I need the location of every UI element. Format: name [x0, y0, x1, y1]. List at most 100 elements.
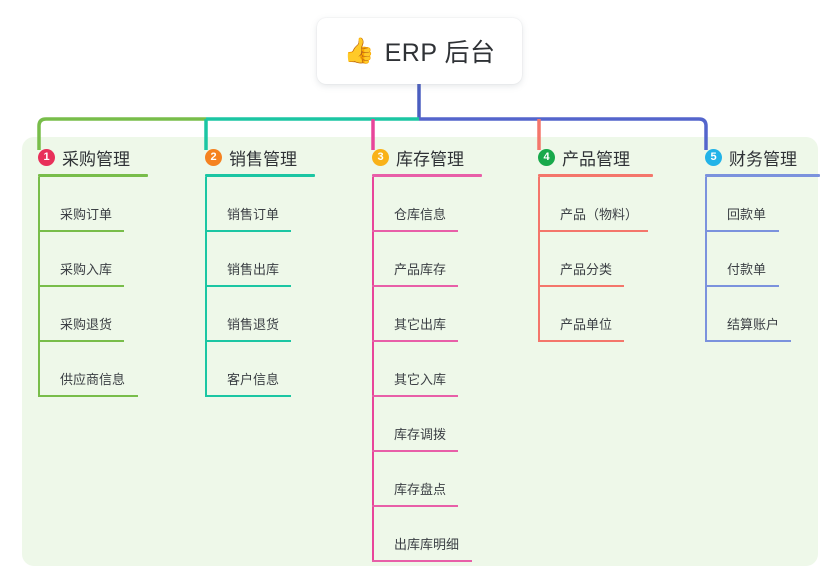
- list-item-label: 产品分类: [560, 262, 613, 277]
- list-item[interactable]: 其它入库: [372, 342, 464, 397]
- column-badge-icon: 2: [205, 148, 222, 166]
- list-item[interactable]: 产品（物料）: [538, 177, 648, 232]
- column-badge-icon: 3: [372, 148, 389, 166]
- list-item-label: 销售订单: [227, 207, 280, 222]
- list-item[interactable]: 供应商信息: [38, 342, 138, 397]
- list-item-label: 结算账户: [727, 317, 780, 332]
- list-item-rule: [372, 505, 458, 507]
- list-item-label: 产品（物料）: [560, 207, 639, 222]
- list-item-rule: [38, 395, 138, 397]
- list-item[interactable]: 销售出库: [205, 232, 297, 287]
- list-item-label: 客户信息: [227, 372, 280, 387]
- list-item[interactable]: 采购入库: [38, 232, 130, 287]
- list-item[interactable]: 出库库明细: [372, 507, 472, 562]
- column-title: 销售管理: [229, 149, 297, 169]
- column-title: 采购管理: [62, 149, 130, 169]
- list-item-rule: [538, 230, 648, 232]
- list-item-rule: [38, 230, 124, 232]
- list-item-rule: [538, 340, 624, 342]
- list-item-rule: [38, 285, 124, 287]
- list-item-rule: [705, 230, 779, 232]
- column-spine: [205, 177, 207, 397]
- content-panel: [22, 137, 818, 566]
- list-item-label: 产品库存: [394, 262, 447, 277]
- column-header-rule: [538, 174, 653, 177]
- column-spine: [38, 177, 40, 397]
- root-title: ERP 后台: [384, 39, 496, 67]
- list-item-rule: [372, 450, 458, 452]
- list-item-rule: [538, 285, 624, 287]
- list-item-rule: [205, 285, 291, 287]
- list-item-label: 付款单: [727, 262, 767, 277]
- list-item[interactable]: 销售退货: [205, 287, 297, 342]
- list-item-label: 采购订单: [60, 207, 113, 222]
- column-badge-icon: 5: [705, 148, 722, 166]
- column-header-rule: [705, 174, 820, 177]
- column-items: 仓库信息产品库存其它出库其它入库库存调拨库存盘点出库库明细: [372, 177, 472, 562]
- list-item[interactable]: 回款单: [705, 177, 797, 232]
- list-item-label: 产品单位: [560, 317, 613, 332]
- list-item[interactable]: 产品库存: [372, 232, 464, 287]
- column-4: 4 产品管理产品（物料） 产品分类产品单位: [522, 137, 653, 342]
- column-header-4[interactable]: 4 产品管理: [522, 137, 653, 177]
- column-badge-icon: 1: [38, 148, 55, 166]
- list-item-label: 回款单: [727, 207, 767, 222]
- column-header-3[interactable]: 3 库存管理: [356, 137, 482, 177]
- list-item-label: 销售退货: [227, 317, 280, 332]
- list-item-label: 其它出库: [394, 317, 447, 332]
- column-spine: [705, 177, 707, 342]
- list-item-rule: [205, 230, 291, 232]
- column-header-2[interactable]: 2 销售管理: [189, 137, 315, 177]
- list-item[interactable]: 产品分类: [538, 232, 630, 287]
- list-item-label: 供应商信息: [60, 372, 126, 387]
- column-header-rule: [205, 174, 315, 177]
- column-title: 库存管理: [396, 149, 464, 169]
- list-item-rule: [372, 285, 458, 287]
- column-items: 销售订单销售出库销售退货客户信息: [205, 177, 297, 397]
- column-2: 2 销售管理销售订单销售出库销售退货客户信息: [189, 137, 315, 397]
- column-header-rule: [372, 174, 482, 177]
- column-spine: [372, 177, 374, 562]
- thumbs-up-icon: 👍: [343, 36, 375, 65]
- column-spine: [538, 177, 540, 342]
- column-3: 3 库存管理仓库信息产品库存其它出库其它入库库存调拨库存盘点出库库明细: [356, 137, 482, 562]
- list-item-rule: [38, 340, 124, 342]
- list-item-label: 库存盘点: [394, 482, 447, 497]
- list-item[interactable]: 仓库信息: [372, 177, 464, 232]
- list-item-rule: [705, 285, 779, 287]
- list-item-rule: [705, 340, 791, 342]
- list-item-label: 仓库信息: [394, 207, 447, 222]
- column-badge-icon: 4: [538, 148, 555, 166]
- list-item-label: 采购入库: [60, 262, 113, 277]
- list-item-label: 采购退货: [60, 317, 113, 332]
- list-item[interactable]: 销售订单: [205, 177, 297, 232]
- list-item[interactable]: 产品单位: [538, 287, 630, 342]
- root-node[interactable]: 👍 ERP 后台: [317, 18, 522, 84]
- list-item-rule: [205, 395, 291, 397]
- list-item[interactable]: 客户信息: [205, 342, 297, 397]
- list-item-rule: [372, 560, 472, 562]
- list-item-label: 销售出库: [227, 262, 280, 277]
- column-items: 产品（物料） 产品分类产品单位: [538, 177, 648, 342]
- list-item[interactable]: 库存调拨: [372, 397, 464, 452]
- list-item[interactable]: 付款单: [705, 232, 797, 287]
- list-item-rule: [205, 340, 291, 342]
- list-item-rule: [372, 395, 458, 397]
- column-header-1[interactable]: 1 采购管理: [22, 137, 148, 177]
- list-item[interactable]: 库存盘点: [372, 452, 464, 507]
- column-items: 采购订单采购入库采购退货供应商信息: [38, 177, 138, 397]
- list-item-rule: [372, 340, 458, 342]
- column-header-rule: [38, 174, 148, 177]
- list-item[interactable]: 其它出库: [372, 287, 464, 342]
- list-item-rule: [372, 230, 458, 232]
- list-item[interactable]: 结算账户: [705, 287, 797, 342]
- list-item[interactable]: 采购退货: [38, 287, 130, 342]
- column-title: 产品管理: [562, 149, 630, 169]
- column-items: 回款单付款单结算账户: [705, 177, 797, 342]
- list-item[interactable]: 采购订单: [38, 177, 130, 232]
- column-1: 1 采购管理采购订单采购入库采购退货供应商信息: [22, 137, 148, 397]
- list-item-label: 库存调拨: [394, 427, 447, 442]
